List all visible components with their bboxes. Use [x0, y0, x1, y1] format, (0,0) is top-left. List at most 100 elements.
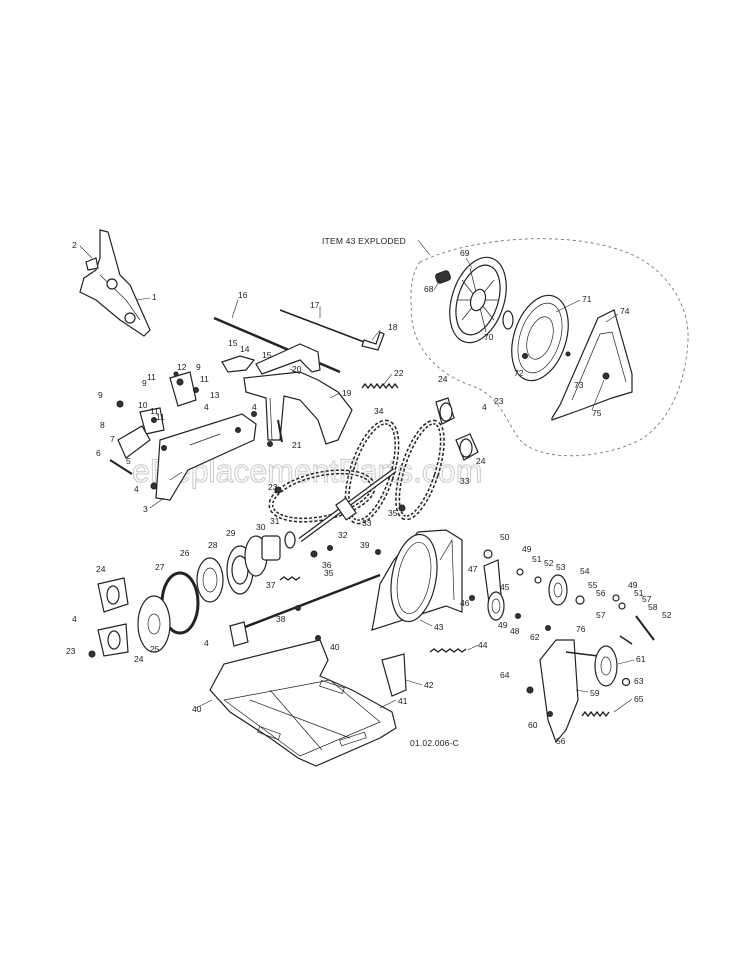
callout-43: 43 — [434, 622, 444, 632]
callout-76: 76 — [576, 624, 586, 634]
control-lever-part-1 — [79, 229, 151, 337]
callout-15b: 15 — [262, 350, 272, 360]
callout-33a: 33 — [460, 476, 470, 486]
callout-23c: 23 — [66, 646, 76, 656]
callout-labels: 1 2 3 4 4 4 4 4 4 5 6 7 8 9 9 9 10 11 11… — [66, 240, 672, 746]
callout-4c: 4 — [482, 402, 487, 412]
callout-3: 3 — [143, 504, 148, 514]
nut-part-63 — [621, 677, 631, 687]
hub-part-68 — [435, 270, 451, 284]
callout-9b: 9 — [142, 378, 147, 388]
callout-31: 31 — [270, 516, 280, 526]
callout-4f: 4 — [204, 402, 209, 412]
callout-12: 12 — [177, 362, 187, 372]
callout-71: 71 — [582, 294, 592, 304]
callout-51a: 51 — [532, 554, 542, 564]
callout-40b: 40 — [192, 704, 202, 714]
pulley-part-69 — [449, 256, 507, 344]
drive-chain-part-34 — [344, 419, 400, 525]
callout-57b: 57 — [642, 594, 652, 604]
callout-57a: 57 — [596, 610, 606, 620]
callout-54: 54 — [580, 566, 590, 576]
idler-pulley-part-61 — [594, 645, 618, 687]
callout-32: 32 — [338, 530, 348, 540]
axle-shaft-part-32 — [298, 467, 397, 543]
callout-24d: 24 — [134, 654, 144, 664]
callout-69: 69 — [460, 248, 470, 258]
callout-23a: 23 — [494, 396, 504, 406]
callout-14: 14 — [240, 344, 250, 354]
pulley-stack-parts-26-31 — [196, 531, 301, 603]
hardware-nuts — [150, 411, 553, 717]
disc-part-25 — [137, 595, 171, 653]
callout-65: 65 — [634, 694, 644, 704]
callout-58: 58 — [648, 602, 658, 612]
callout-42: 42 — [424, 680, 434, 690]
spring-part-22 — [361, 382, 399, 390]
bracket-part-14 — [221, 355, 256, 373]
linkage-parts-8-13 — [109, 371, 199, 475]
link-part-15 — [255, 343, 321, 375]
callout-34: 34 — [374, 406, 384, 416]
base-pan-part-41 — [209, 639, 397, 767]
callout-41: 41 — [398, 696, 408, 706]
callout-4d: 4 — [72, 614, 77, 624]
callout-19: 19 — [342, 388, 352, 398]
shift-frame-part-19 — [243, 371, 353, 445]
callout-5: 5 — [126, 456, 131, 466]
leader-lines — [79, 245, 635, 713]
callout-13: 13 — [210, 390, 220, 400]
callout-64: 64 — [500, 670, 510, 680]
callout-51b: 51 — [634, 588, 644, 598]
rod-part-17 — [279, 309, 385, 351]
drive-chain-part-33 — [395, 419, 445, 521]
washer-part-70 — [502, 310, 514, 330]
callout-75: 75 — [592, 408, 602, 418]
callout-23b: 23 — [268, 482, 278, 492]
callout-35b: 35 — [324, 568, 334, 578]
idler-pulley-part-45 — [487, 591, 505, 621]
callout-24b: 24 — [476, 456, 486, 466]
exploded-boundary — [410, 238, 689, 457]
callout-18: 18 — [388, 322, 398, 332]
callout-9a: 9 — [98, 390, 103, 400]
callout-72: 72 — [514, 368, 524, 378]
bearing-flange-left — [88, 577, 129, 658]
callout-20: 20 — [292, 364, 302, 374]
callout-38: 38 — [276, 614, 286, 624]
callout-50: 50 — [500, 532, 510, 542]
callout-61: 61 — [636, 654, 646, 664]
callout-6: 6 — [96, 448, 101, 458]
exploded-view-43: ITEM 43 EXPLODED — [322, 236, 689, 457]
callout-52b: 52 — [662, 610, 672, 620]
callout-16: 16 — [238, 290, 248, 300]
callout-33b: 33 — [362, 518, 372, 528]
callout-11d: 11 — [156, 412, 165, 422]
callout-63: 63 — [634, 676, 644, 686]
callout-11c: 11 — [150, 406, 159, 416]
callout-17: 17 — [310, 300, 320, 310]
callout-10: 10 — [138, 400, 148, 410]
callout-11b: 11 — [200, 374, 209, 384]
callout-74: 74 — [620, 306, 630, 316]
callout-45: 45 — [500, 582, 510, 592]
callout-60: 60 — [528, 720, 538, 730]
callout-62: 62 — [530, 632, 540, 642]
callout-28: 28 — [208, 540, 218, 550]
callout-46: 46 — [460, 598, 470, 608]
callout-70: 70 — [484, 332, 494, 342]
callout-4a: 4 — [134, 484, 139, 494]
housing-part-43 — [371, 529, 463, 631]
callout-59: 59 — [590, 688, 600, 698]
callout-52a: 52 — [544, 558, 554, 568]
bearing-plate-upper-right — [435, 397, 479, 461]
callout-49a: 49 — [522, 544, 532, 554]
callout-39: 39 — [360, 540, 370, 550]
callout-9c: 9 — [196, 362, 201, 372]
callout-24a: 24 — [438, 374, 448, 384]
spring-part-65 — [581, 710, 610, 718]
callout-22: 22 — [394, 368, 404, 378]
callout-11a: 11 — [147, 372, 156, 382]
exploded-caption: ITEM 43 EXPLODED — [322, 236, 406, 246]
callout-4e: 4 — [204, 638, 209, 648]
